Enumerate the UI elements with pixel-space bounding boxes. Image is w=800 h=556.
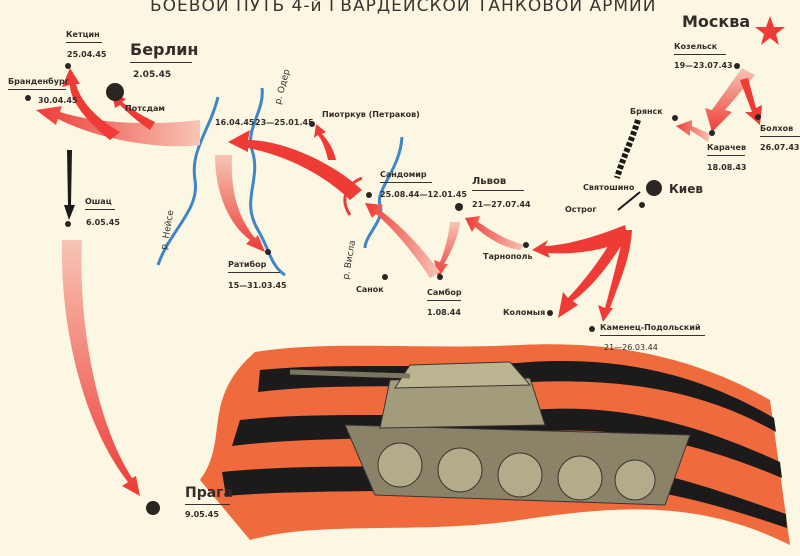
map-title: БОЕВОЙ ПУТЬ 4-й ГВАРДЕЙСКОЙ ТАНКОВОЙ АРМ… <box>150 0 657 16</box>
arrow-ostrog-tarnopol <box>532 225 628 258</box>
label-sambor: Самбор <box>427 288 462 301</box>
offensive-arrows <box>36 68 762 496</box>
arrow-svyatoshino-ostrog <box>617 191 641 211</box>
tank-illustration <box>289 361 691 506</box>
label-ketzin: Кетцин <box>66 30 102 43</box>
label-lvov: Львов <box>472 176 524 191</box>
label-sandomir: Сандомир <box>380 170 432 183</box>
date-ratibor: 15—31.03.45 <box>228 281 287 290</box>
date-berlin: 2.05.45 <box>133 70 172 80</box>
bridgehead-marker <box>343 176 363 216</box>
label-kamenets: Каменец-Подольский <box>600 323 705 336</box>
river-neisse <box>156 96 220 266</box>
arrow-to-kamenets <box>598 230 632 322</box>
label-ratibor: Ратибор <box>228 260 280 273</box>
label-bolkhov: Болхов <box>760 124 800 137</box>
rail-kiev-bryansk <box>614 119 641 179</box>
arrow-to-sambor <box>434 222 460 278</box>
moscow-star-icon <box>755 16 785 45</box>
arrow-to-ratibor <box>215 155 265 252</box>
date-oschatz: 6.05.45 <box>86 218 120 227</box>
label-bryansk: Брянск <box>630 107 663 116</box>
label-brandenburg: Бранденбург <box>8 77 69 90</box>
date-lvov: 21—27.07.44 <box>472 200 531 209</box>
date-oder-crossing: 16.04.45 <box>215 118 255 127</box>
date-bolkhov: 26.07.43 <box>760 143 800 152</box>
berlin-city-icon <box>106 83 124 101</box>
label-potsdam: Потсдам <box>125 104 165 113</box>
date-sambor: 1.08.44 <box>427 308 461 317</box>
arrow-berlin-oschatz <box>64 150 75 220</box>
date-piotrkow: 23—25.01.45 <box>255 118 314 127</box>
label-kiev: Киев <box>669 182 703 196</box>
kiev-city-icon <box>646 180 662 196</box>
arrow-kozelsk-bolkhov <box>740 78 762 125</box>
label-piotrkow: Пиотркув (Петраков) <box>322 110 420 119</box>
city-markers <box>25 63 761 515</box>
label-sanok: Санок <box>356 285 384 294</box>
arrow-tarnopol-lvov <box>465 216 525 250</box>
label-berlin: Берлин <box>130 40 198 63</box>
label-karachev: Карачев <box>707 143 746 156</box>
arrow-to-ketzin <box>62 68 120 140</box>
arrow-sandomir-oder <box>228 130 362 200</box>
date-kamenets: 21—26.03.44 <box>604 343 658 352</box>
date-ketzin: 25.04.45 <box>67 50 107 59</box>
arrow-oschatz-prague <box>61 240 140 496</box>
arrow-to-sandomir <box>365 203 440 278</box>
date-kozelsk: 19—23.07.43 <box>674 61 733 70</box>
label-oschatz: Ошац <box>85 197 115 210</box>
date-karachev: 18.08.43 <box>707 163 747 172</box>
label-kozelsk: Козельск <box>674 42 726 55</box>
label-tarnopol: Тарнополь <box>483 252 533 261</box>
date-brandenburg: 30.04.45 <box>38 96 78 105</box>
label-svyatoshino: Святошино <box>583 183 635 192</box>
arrow-to-potsdam <box>112 93 155 130</box>
date-prague: 9.05.45 <box>185 510 219 519</box>
label-ostrog: Острог <box>565 205 597 214</box>
label-kolomyya: Коломыя <box>503 308 546 317</box>
arrow-to-kolomyya <box>558 235 625 318</box>
arrow-oder-berlin <box>36 106 200 147</box>
date-sandomir: 25.08.44—12.01.45 <box>380 190 467 199</box>
arrow-karachev-bryansk <box>676 120 710 142</box>
label-moscow: Москва <box>682 12 751 31</box>
arrow-to-piotrkow <box>314 124 336 160</box>
label-prague: Прага <box>185 485 233 505</box>
